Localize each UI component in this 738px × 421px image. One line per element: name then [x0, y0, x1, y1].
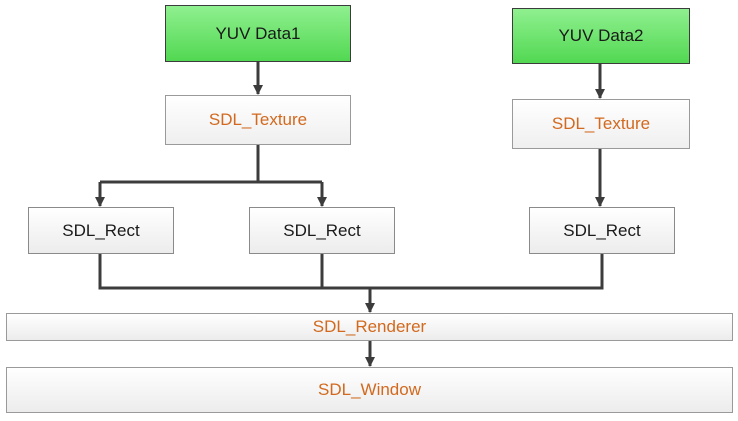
yuv-data2-node: YUV Data2 — [512, 8, 690, 64]
yuv-data1-node: YUV Data1 — [165, 5, 351, 62]
sdl-renderer-node: SDL_Renderer — [6, 313, 733, 341]
connector-texture1-split — [100, 145, 322, 184]
sdl-rect1-node: SDL_Rect — [28, 207, 174, 254]
sdl-texture1-node: SDL_Texture — [165, 95, 351, 145]
sdl-window-node: SDL_Window — [6, 367, 733, 413]
sdl-texture2-node: SDL_Texture — [512, 99, 690, 149]
sdl-rect2-node: SDL_Rect — [249, 207, 395, 254]
sdl-rect3-node: SDL_Rect — [529, 207, 675, 254]
connector-rects-merge — [98, 254, 604, 290]
